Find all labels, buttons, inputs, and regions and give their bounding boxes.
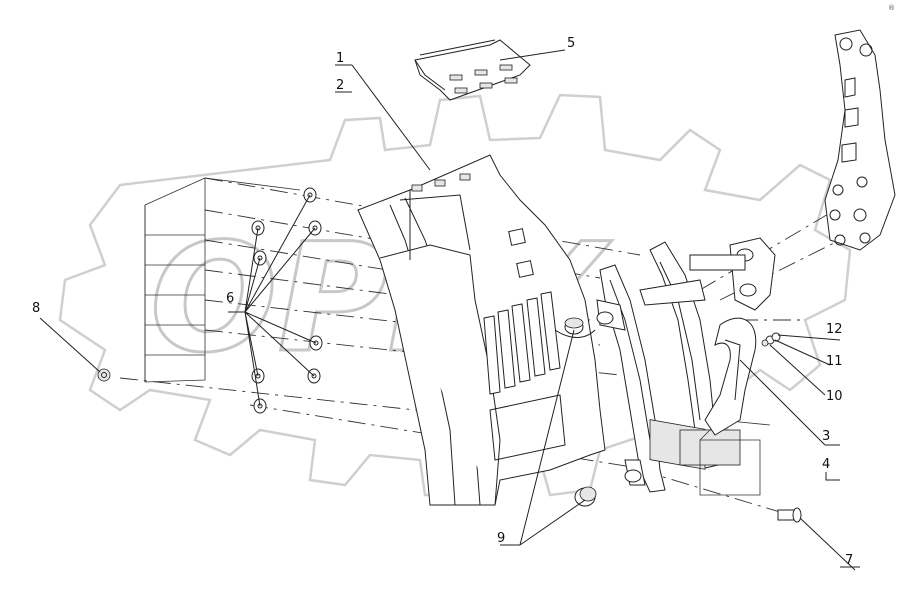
front-fender-panel (357, 154, 606, 506)
cap-lower (574, 486, 597, 507)
callout-leaders (39, 49, 860, 571)
callout-7: 7 (845, 553, 853, 568)
callout-6: 6 (226, 291, 234, 306)
washer-group (251, 187, 323, 414)
pivot-housing (639, 237, 776, 311)
nut-part (97, 368, 111, 382)
corner-mark: ® (888, 4, 895, 12)
phantom-body-left (144, 177, 301, 383)
bracket-plate-middle (596, 264, 666, 493)
callout-1: 1 (336, 51, 344, 66)
hinge-mount-bracket (824, 29, 896, 251)
callout-3: 3 (822, 429, 830, 444)
cap-upper (564, 317, 584, 335)
callout-10: 10 (826, 389, 843, 404)
callout-5: 5 (567, 36, 575, 51)
curved-support-arm (704, 317, 757, 436)
small-fastener-stack (761, 332, 781, 347)
callout-11: 11 (826, 354, 843, 369)
callout-8: 8 (32, 301, 40, 316)
top-cover-part (414, 39, 531, 101)
bracket-plate-rear (649, 241, 741, 470)
callout-2: 2 (336, 78, 344, 93)
bolt-part (777, 507, 802, 523)
callout-labels: 1 2 3 4 5 6 7 8 9 10 11 12 (32, 36, 853, 568)
callout-9: 9 (497, 531, 505, 546)
callout-4: 4 (822, 457, 830, 472)
callout-12: 12 (826, 322, 843, 337)
fender-vent-slots (483, 291, 561, 395)
